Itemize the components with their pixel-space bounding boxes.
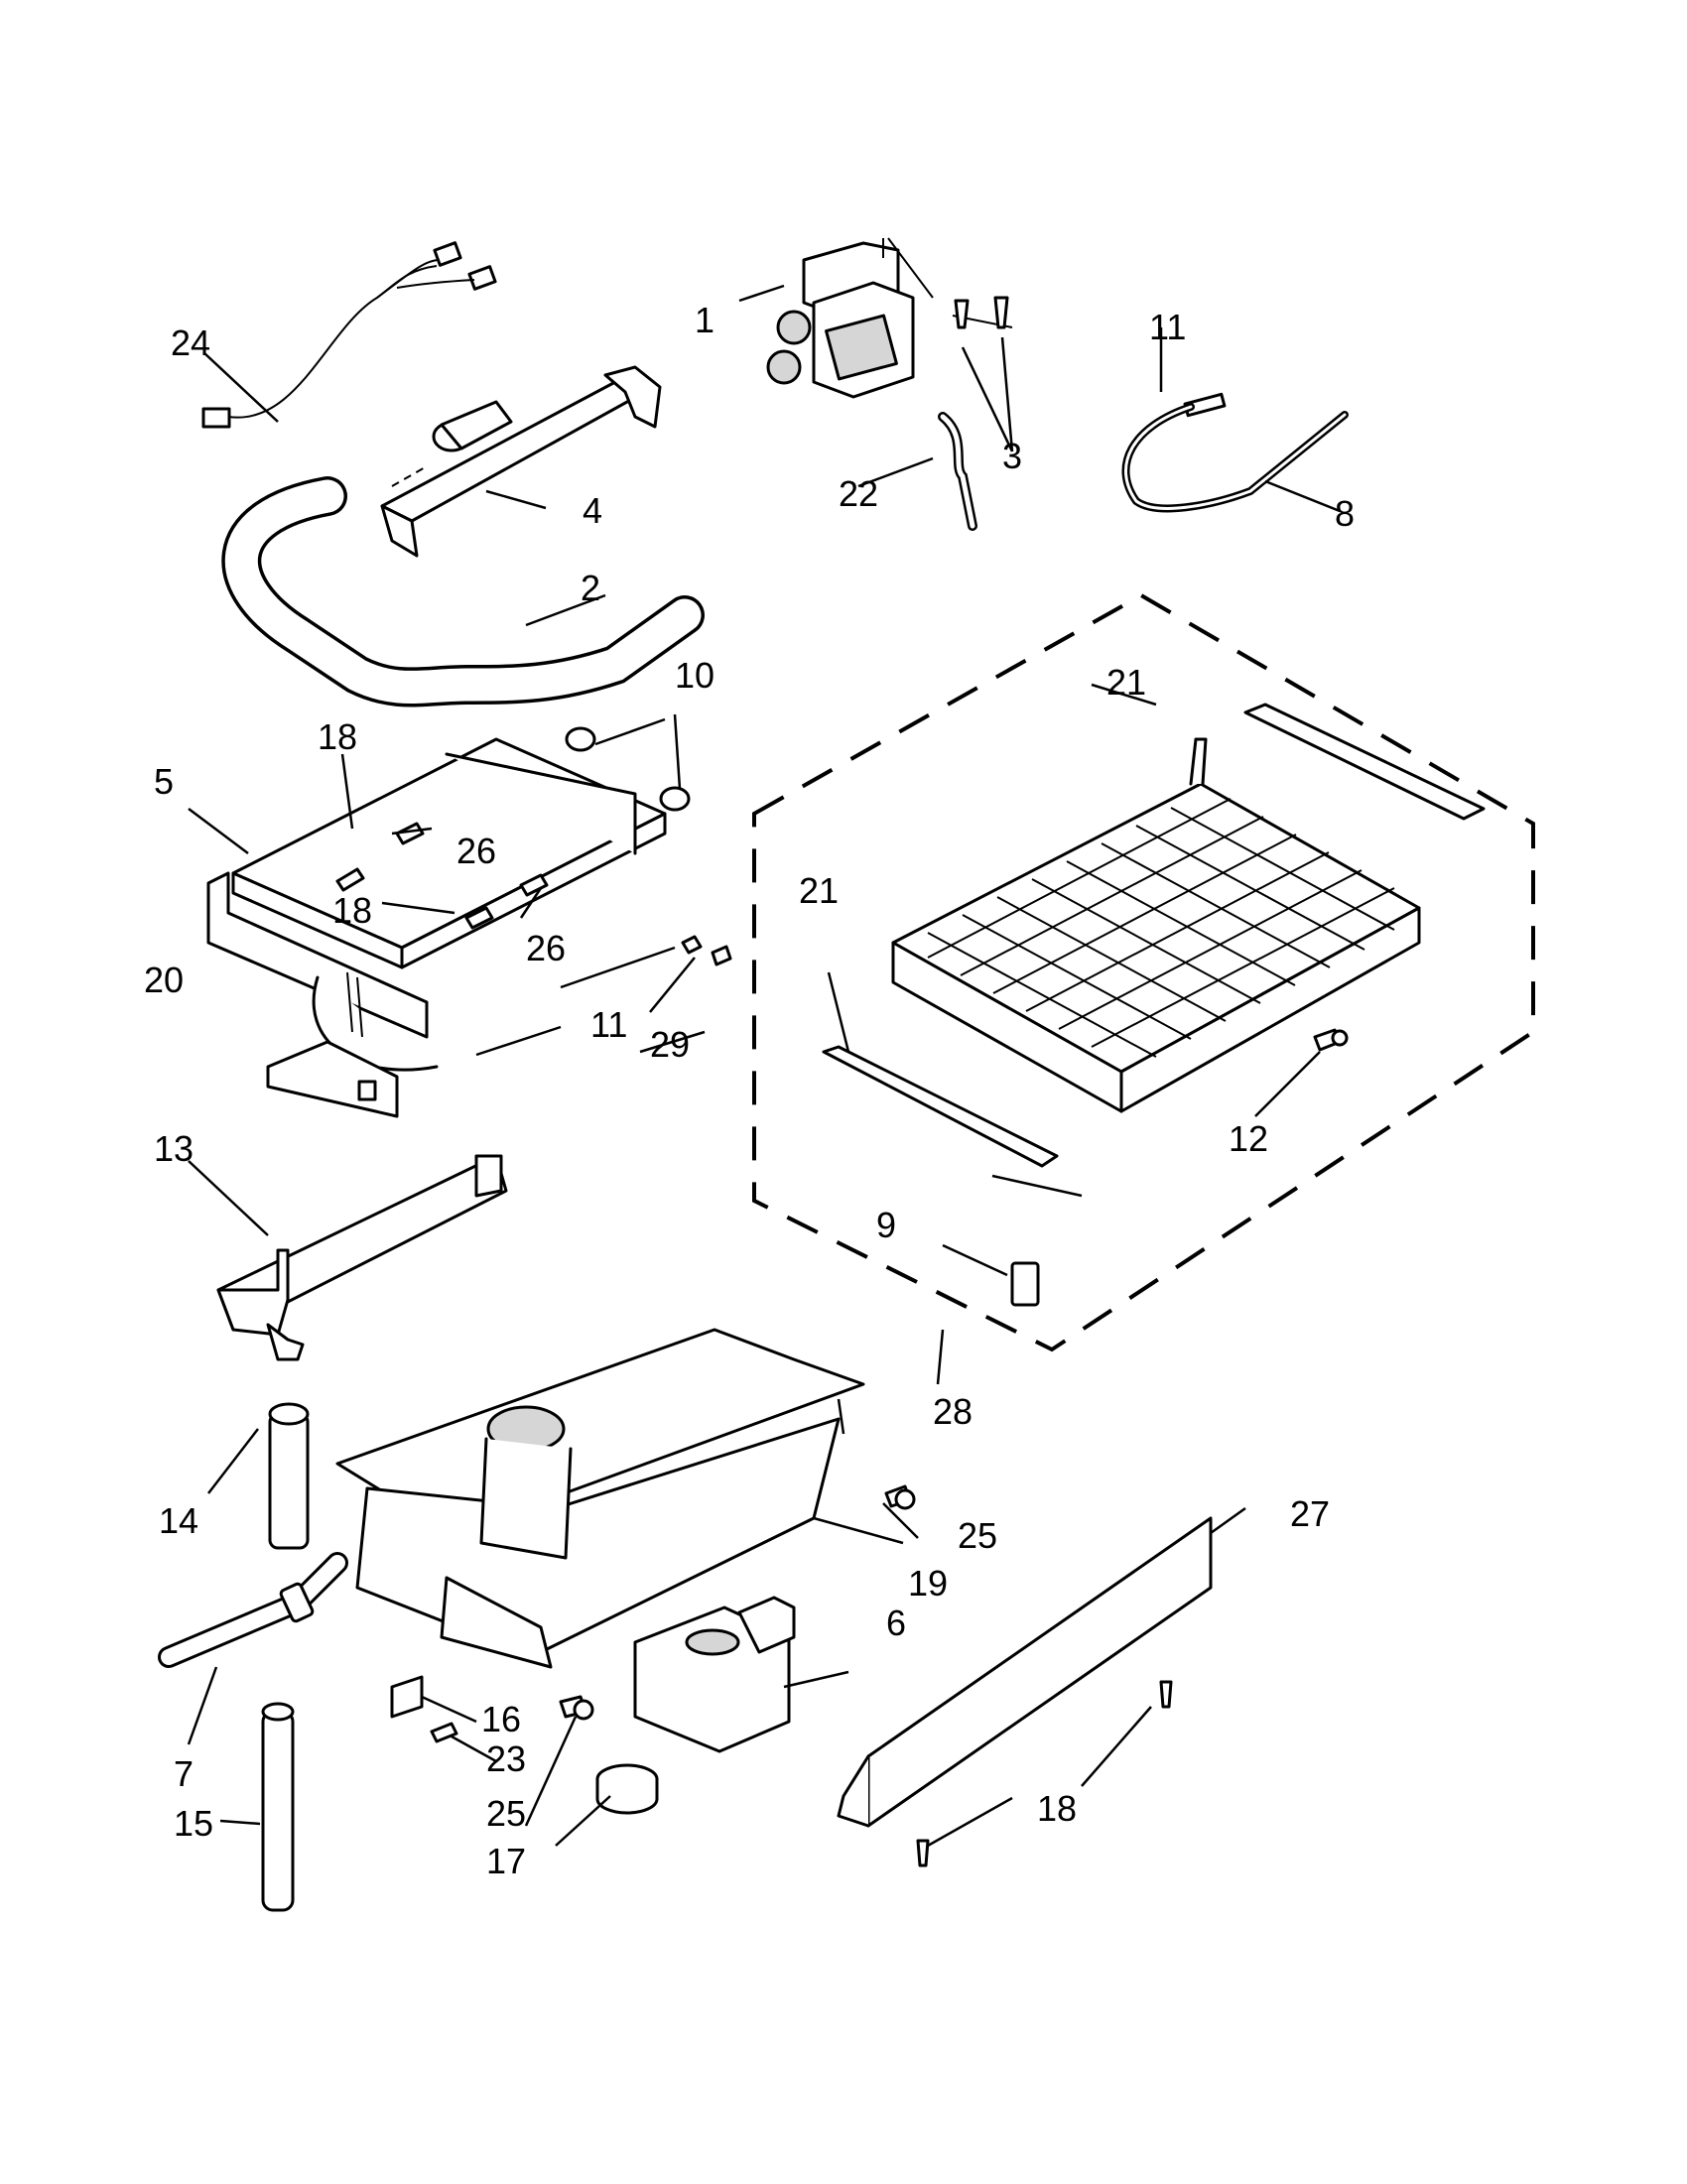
callout-15: 15 [174,1803,213,1844]
callout-26-mid: 26 [526,928,566,968]
callout-labels: 1 2 3 4 5 6 7 8 9 10 11 11 12 13 14 15 1… [144,300,1355,1881]
small-parts-16-23-25-17 [390,1484,916,1815]
clip-part-9 [1010,1261,1040,1307]
callout-20: 20 [144,960,184,1000]
callout-19: 19 [908,1563,948,1604]
bracket-part-20 [266,1040,399,1118]
wire-part-8 [1121,403,1349,513]
callout-18-bottom: 18 [1037,1788,1077,1829]
callout-29: 29 [650,1024,690,1065]
fill-tube-part-2 [221,476,705,707]
callout-12: 12 [1229,1118,1268,1159]
callout-4: 4 [583,490,602,531]
callout-10: 10 [675,655,714,696]
callout-28: 28 [933,1391,973,1432]
auger-motor-part-6 [633,1596,796,1753]
cover-strip-part-21-upper [1243,703,1486,821]
leader-lines [187,284,1341,1848]
callout-16: 16 [481,1699,521,1739]
assembly-outline-part-28 [752,592,1535,1352]
screws-part-18-26 [335,822,732,966]
callout-3: 3 [1002,436,1022,476]
water-valve-part-1 [766,237,1013,399]
callout-14: 14 [159,1500,198,1541]
callout-25-right: 25 [958,1515,997,1556]
ice-bucket-part-19 [335,1328,865,1669]
callout-8: 8 [1335,493,1355,534]
callout-7: 7 [174,1753,194,1794]
wire-harness-part-24 [201,241,497,429]
screws-part-18-panel [916,1680,1173,1867]
callout-11-mid: 11 [590,1004,627,1045]
callout-27: 27 [1290,1493,1330,1534]
screws-part-3 [954,296,1009,329]
callout-23: 23 [486,1738,526,1779]
callout-2: 2 [581,568,600,608]
callout-17: 17 [486,1841,526,1881]
callout-21-left: 21 [799,870,839,911]
callout-1: 1 [695,300,714,340]
water-tube-part-7 [158,1552,348,1668]
cover-strip-part-21-lower [822,1045,1059,1168]
callout-21-top: 21 [1106,662,1146,703]
callout-6: 6 [886,1603,906,1643]
callout-18-mid: 18 [332,890,372,931]
callout-24: 24 [171,322,210,363]
ice-chute-part-13 [216,1154,508,1361]
callout-25-bottom: 25 [486,1793,526,1834]
callout-5: 5 [154,761,174,802]
ice-maker-assembly [891,737,1421,1113]
callout-26-top: 26 [456,831,496,871]
front-panel-part-27 [837,1516,1213,1828]
callout-18-top: 18 [318,716,357,757]
grommets-part-10 [565,726,691,812]
callout-9: 9 [876,1205,896,1245]
callout-13: 13 [154,1128,194,1169]
callout-11-top: 11 [1149,307,1186,347]
tube-part-14 [268,1402,310,1550]
ice-maker-arm-part-4 [380,365,662,558]
tube-part-22 [938,412,977,531]
callout-22: 22 [839,473,878,514]
tube-part-15 [261,1702,295,1912]
screw-part-12 [1313,1028,1349,1052]
